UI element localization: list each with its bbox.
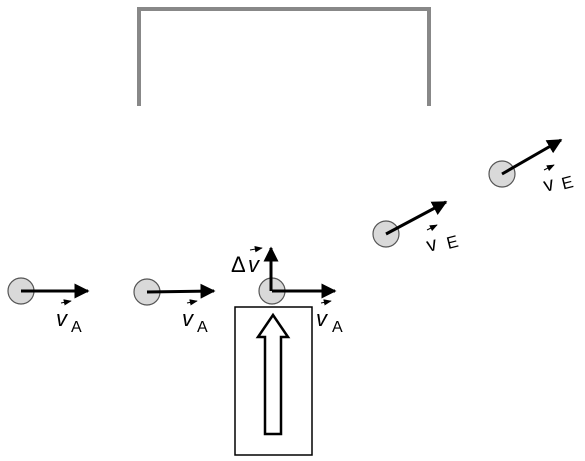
velocity-subscript: A	[71, 319, 82, 336]
vector-marker-icon	[186, 299, 198, 306]
ball-position-4: v E	[372, 200, 461, 257]
velocity-subscript: E	[445, 232, 461, 253]
ball-position-2: v A	[133, 278, 216, 336]
ball-position-3: v A Δ v	[231, 246, 343, 336]
velocity-subscript: A	[197, 319, 208, 336]
vector-marker-icon	[426, 224, 438, 232]
velocity-arrow-initial	[146, 283, 216, 299]
vector-marker-icon	[60, 299, 72, 306]
velocity-symbol: v	[541, 173, 556, 197]
delta-symbol: Δ	[231, 252, 246, 277]
vector-marker-icon	[249, 246, 263, 253]
force-box	[234, 306, 313, 456]
ball-position-1: v A	[7, 277, 90, 336]
force-box-frame	[234, 306, 313, 456]
velocity-arrow-final	[385, 200, 448, 236]
velocity-symbol: v	[56, 306, 69, 331]
velocity-subscript: E	[560, 172, 576, 193]
vector-marker-icon	[320, 299, 332, 306]
velocity-symbol: v	[182, 306, 195, 331]
velocity-symbol: v	[316, 306, 329, 331]
ball-position-5: v E	[488, 138, 576, 197]
delta-velocity-symbol: v	[248, 252, 261, 277]
force-arrow-icon	[255, 312, 291, 436]
vector-marker-icon	[543, 164, 555, 172]
velocity-subscript: A	[332, 319, 343, 336]
velocity-arrow-final	[501, 138, 563, 176]
velocity-symbol: v	[424, 233, 439, 257]
goal-frame	[137, 7, 431, 106]
